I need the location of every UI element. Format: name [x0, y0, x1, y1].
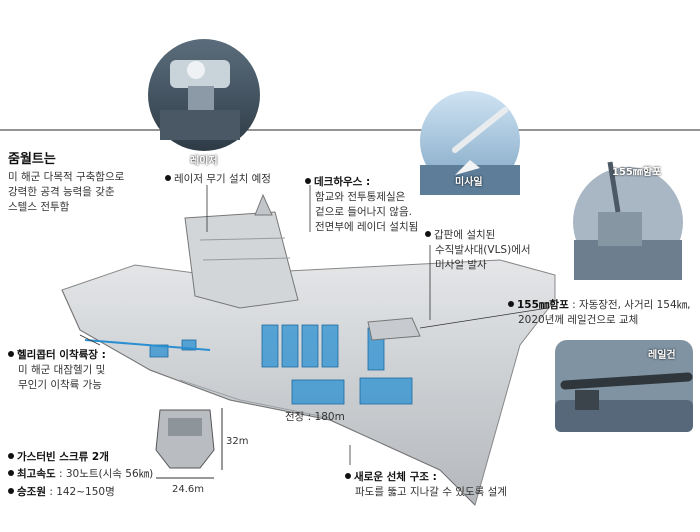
- laser-caption: 레이저: [190, 156, 218, 167]
- heli-line: 무인기 이착륙 가능: [18, 379, 102, 391]
- bullet-icon: [8, 488, 14, 494]
- gun155-photo: [573, 161, 683, 280]
- bullet-icon: [8, 351, 14, 357]
- railgun-caption: 레일건: [648, 350, 676, 361]
- bullet-icon: [165, 175, 171, 181]
- gun155-line: 2020년께 레일건으로 교체: [518, 314, 639, 326]
- hull-cross-section: [155, 408, 223, 479]
- turbine-label: 가스터빈 스크류 2개: [8, 450, 109, 465]
- gun155-caption: 155㎜함포: [612, 167, 662, 178]
- missile-photo: [420, 91, 520, 195]
- heli-line: 미 해군 대잠헬기 및: [18, 364, 106, 376]
- bullet-icon: [425, 231, 431, 237]
- laser-label: 레이저 무기 설치 예정: [165, 172, 271, 187]
- heli-label: 헬리콥터 이착륙장 : 미 해군 대잠헬기 및 무인기 이착륙 가능: [8, 348, 106, 393]
- deckhouse-line: 전면부에 레이더 설치됨: [315, 221, 419, 233]
- deckhouse-heading: 데크하우스 :: [314, 176, 371, 188]
- missile-label: 갑판에 설치된 수직발사대(VLS)에서 미사일 발사: [425, 228, 531, 273]
- missile-line: 갑판에 설치된: [434, 229, 496, 241]
- crew-heading: 승조원: [17, 486, 46, 498]
- laser-text: 레이저 무기 설치 예정: [174, 173, 271, 185]
- missile-line: 수직발사대(VLS)에서: [435, 244, 531, 256]
- intro-line: 강력한 공격 능력을 갖춘: [8, 186, 115, 198]
- missile-line: 미사일 발사: [435, 259, 487, 271]
- heli-heading: 헬리콥터 이착륙장 :: [17, 349, 106, 361]
- gun155-detail: : 자동장전, 사거리 154㎞,: [568, 299, 691, 311]
- hull-heading: 새로운 선체 구조 :: [354, 471, 437, 483]
- bullet-icon: [8, 453, 14, 459]
- page-title: 줌월트는: [8, 152, 56, 167]
- gun-turret: [367, 317, 421, 341]
- deckhouse-line: 겉으로 들어나지 않음.: [315, 206, 412, 218]
- speed-detail: : 30노트(시속 56㎞): [55, 468, 154, 480]
- gun155-label: 155㎜함포 : 자동장전, 사거리 154㎞, 2020년께 레일건으로 교체: [508, 298, 690, 328]
- bullet-icon: [345, 473, 351, 479]
- laser-photo: [148, 39, 260, 151]
- intro-line: 스텔스 전투함: [8, 201, 70, 213]
- gun155-heading: 155㎜함포: [517, 299, 569, 311]
- bullet-icon: [305, 178, 311, 184]
- hull-line: 파도를 뚫고 지나갈 수 있도록 설계: [355, 486, 507, 498]
- shaft-line: [84, 339, 211, 351]
- deckhouse: [184, 193, 299, 309]
- length-label: 전장 : 180m: [285, 411, 345, 423]
- missile-caption: 미사일: [455, 177, 483, 188]
- crew-detail: : 142~150명: [45, 486, 115, 498]
- interior-compartments: [149, 324, 413, 405]
- intro-text: 미 해군 다목적 구축함으로 강력한 공격 능력을 갖춘 스텔스 전투함: [8, 170, 124, 215]
- crew-label: 승조원 : 142~150명: [8, 485, 115, 500]
- hull-label: 새로운 선체 구조 : 파도를 뚫고 지나갈 수 있도록 설계: [345, 470, 507, 500]
- intro-line: 미 해군 다목적 구축함으로: [8, 171, 125, 183]
- speed-heading: 최고속도: [17, 468, 56, 480]
- railgun-photo: [555, 340, 693, 432]
- leader-lines: [79, 185, 549, 465]
- height-dimension: 32m: [226, 436, 249, 447]
- deckhouse-label: 데크하우스 : 함교와 전투통제실은 겉으로 들어나지 않음. 전면부에 레이더…: [305, 175, 418, 235]
- bullet-icon: [8, 470, 14, 476]
- bullet-icon: [508, 301, 514, 307]
- width-dimension: 24.6m: [172, 484, 205, 495]
- turbine-heading: 가스터빈 스크류 2개: [17, 451, 109, 463]
- speed-label: 최고속도 : 30노트(시속 56㎞): [8, 467, 153, 482]
- deckhouse-line: 함교와 전투통제실은: [315, 191, 406, 203]
